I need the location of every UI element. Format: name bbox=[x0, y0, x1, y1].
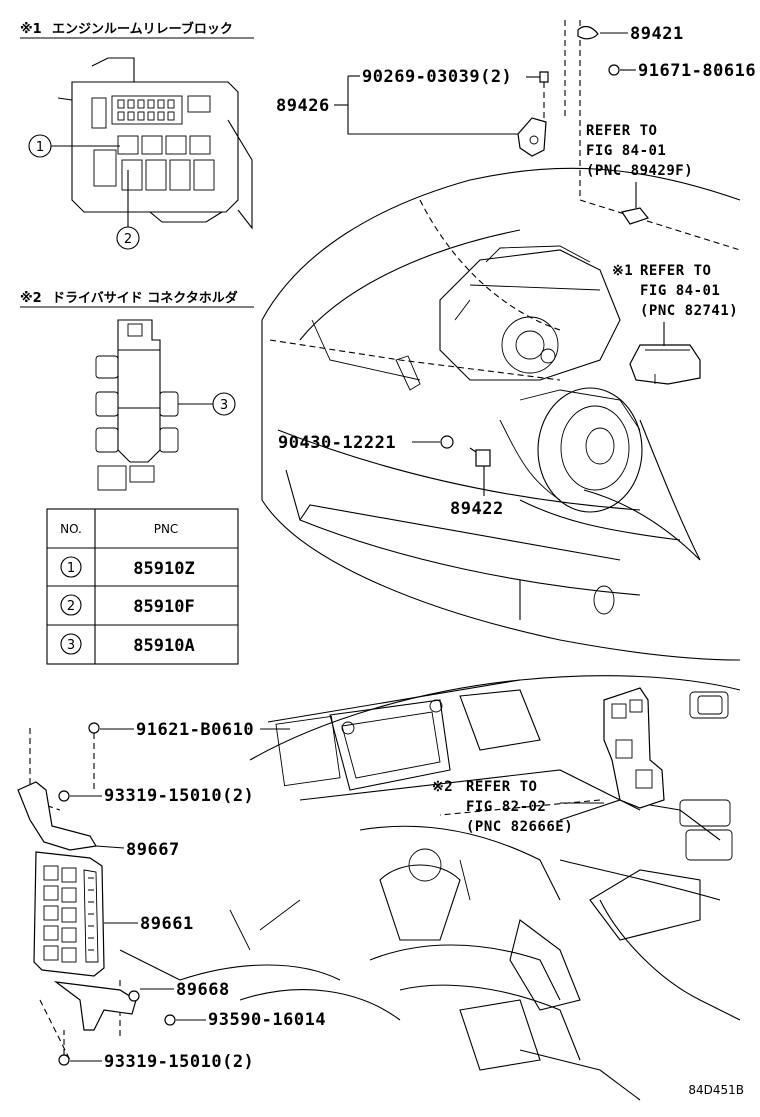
label-93319-15010-lower: 93319-15010(2) bbox=[104, 1052, 254, 1072]
label-93590-16014: 93590-16014 bbox=[208, 1010, 326, 1030]
ref1-line2: FIG 84-01 bbox=[586, 143, 666, 159]
connector-holder-drawing bbox=[95, 319, 179, 491]
figure-code: 84D451B bbox=[688, 1083, 744, 1097]
table-row-pnc: 85910Z bbox=[133, 559, 194, 579]
label-91671-80616: 91671-80616 bbox=[638, 61, 756, 81]
label-89426: 89426 bbox=[276, 96, 330, 116]
pnc-table: NO. PNC 1 85910Z 2 85910F 3 85910A bbox=[46, 508, 239, 665]
table-row-no: 2 bbox=[67, 599, 75, 614]
label-89661: 89661 bbox=[140, 914, 194, 934]
label-90430-12221: 90430-12221 bbox=[278, 433, 396, 453]
inset-relay-block: ※1 エンジンルームリレーブロック bbox=[20, 21, 254, 250]
label-89421: 89421 bbox=[630, 24, 684, 44]
bolt-93319-upper bbox=[58, 790, 70, 802]
ecu-89661 bbox=[33, 851, 105, 977]
inset-connector-holder: ※2 ドライバサイド コネクタホルダ 3 bbox=[20, 290, 254, 491]
table-header-no: NO. bbox=[60, 522, 82, 536]
connector-holder-82666e bbox=[603, 687, 665, 809]
table-header-pnc: PNC bbox=[154, 522, 179, 536]
ref2-line3: (PNC 82741) bbox=[640, 303, 738, 319]
inset1-title: エンジンルームリレーブロック bbox=[52, 21, 233, 37]
table-row-no: 1 bbox=[67, 561, 75, 576]
connector-89429f bbox=[621, 207, 650, 225]
table-row-pnc: 85910A bbox=[133, 636, 194, 656]
sensor-89422 bbox=[469, 447, 491, 467]
ref1-line1: REFER TO bbox=[586, 123, 657, 139]
nut-91671 bbox=[608, 64, 620, 76]
table-row-no: 3 bbox=[67, 638, 75, 653]
ecu-assembly bbox=[17, 722, 176, 1066]
bracket-89668 bbox=[53, 981, 137, 1031]
label-93319-15010-upper: 93319-15010(2) bbox=[104, 786, 254, 806]
bracket-89426 bbox=[517, 117, 547, 157]
bolt-93319-lower bbox=[58, 1054, 70, 1066]
ref3-mark: ※2 bbox=[432, 779, 453, 795]
ref2-line1: REFER TO bbox=[640, 263, 711, 279]
bolt-91621 bbox=[88, 722, 100, 734]
inset2-callout-3: 3 bbox=[220, 398, 228, 413]
inset1-callout-1: 1 bbox=[36, 140, 44, 155]
bracket-89667 bbox=[17, 781, 97, 851]
inset1-mark: ※1 bbox=[20, 22, 42, 37]
ref1-line3: (PNC 89429F) bbox=[586, 163, 693, 179]
label-89422: 89422 bbox=[450, 499, 504, 519]
inset2-mark: ※2 bbox=[20, 291, 42, 306]
table-row-pnc: 85910F bbox=[133, 597, 194, 617]
ref2-mark: ※1 bbox=[612, 263, 633, 279]
label-90269-03039: 90269-03039(2) bbox=[362, 67, 512, 87]
label-89667: 89667 bbox=[126, 840, 180, 860]
ref3-line3: (PNC 82666E) bbox=[466, 819, 573, 835]
label-91621-b0610: 91621-B0610 bbox=[136, 720, 254, 740]
inset2-title: ドライバサイド コネクタホルダ bbox=[52, 290, 238, 306]
engine-bay-drawing bbox=[261, 20, 741, 661]
ref3-line1: REFER TO bbox=[466, 779, 537, 795]
washer-90430 bbox=[440, 435, 454, 449]
ref3-line2: FIG 82-02 bbox=[466, 799, 546, 815]
ecu-labels: 91621-B0610 93319-15010(2) 89667 89661 8… bbox=[70, 720, 744, 1097]
clip-89421 bbox=[577, 25, 599, 40]
relay-block-drawing bbox=[57, 57, 253, 230]
ref2-line2: FIG 84-01 bbox=[640, 283, 720, 299]
bolt-90269 bbox=[539, 71, 549, 83]
dashboard-drawing bbox=[29, 675, 741, 1101]
engine-labels: 89421 91671-80616 90269-03039(2) 89426 R… bbox=[276, 24, 756, 519]
inset1-callout-2: 2 bbox=[124, 232, 132, 247]
bolt-93590 bbox=[164, 1014, 176, 1026]
label-89668: 89668 bbox=[176, 980, 230, 1000]
